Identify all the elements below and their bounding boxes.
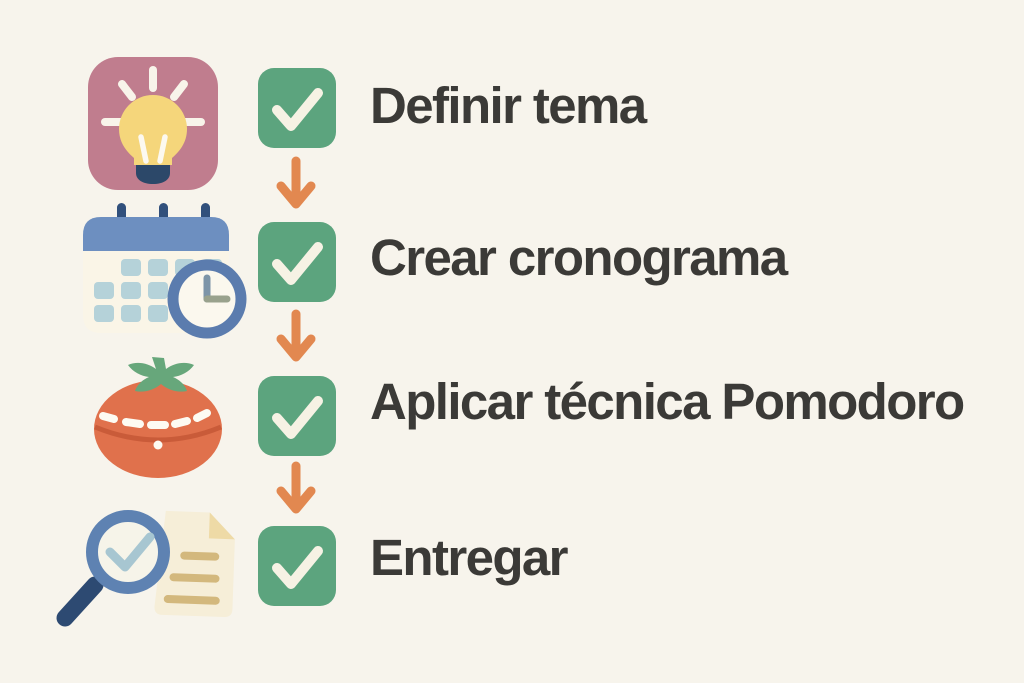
checkbox-aplicar-tecnica-pomodoro[interactable] (258, 376, 336, 456)
checkbox-crear-cronograma[interactable] (258, 222, 336, 302)
magnifier-review-document-icon (48, 492, 238, 640)
step-label-aplicar-tecnica-pomodoro: Aplicar técnica Pomodoro (370, 373, 965, 430)
step-label-crear-cronograma: Crear cronograma (370, 229, 788, 286)
step-label-entregar: Entregar (370, 529, 569, 586)
calendar-clock-icon (83, 203, 249, 343)
step-label-definir-tema: Definir tema (370, 77, 647, 134)
pomodoro-tomato-timer-icon (92, 355, 224, 479)
checkbox-entregar[interactable] (258, 526, 336, 606)
lightbulb-idea-icon (88, 57, 218, 190)
checkbox-definir-tema[interactable] (258, 68, 336, 148)
arrow-down-icon (274, 156, 318, 214)
arrow-down-icon (274, 461, 318, 519)
arrow-down-icon (274, 309, 318, 367)
